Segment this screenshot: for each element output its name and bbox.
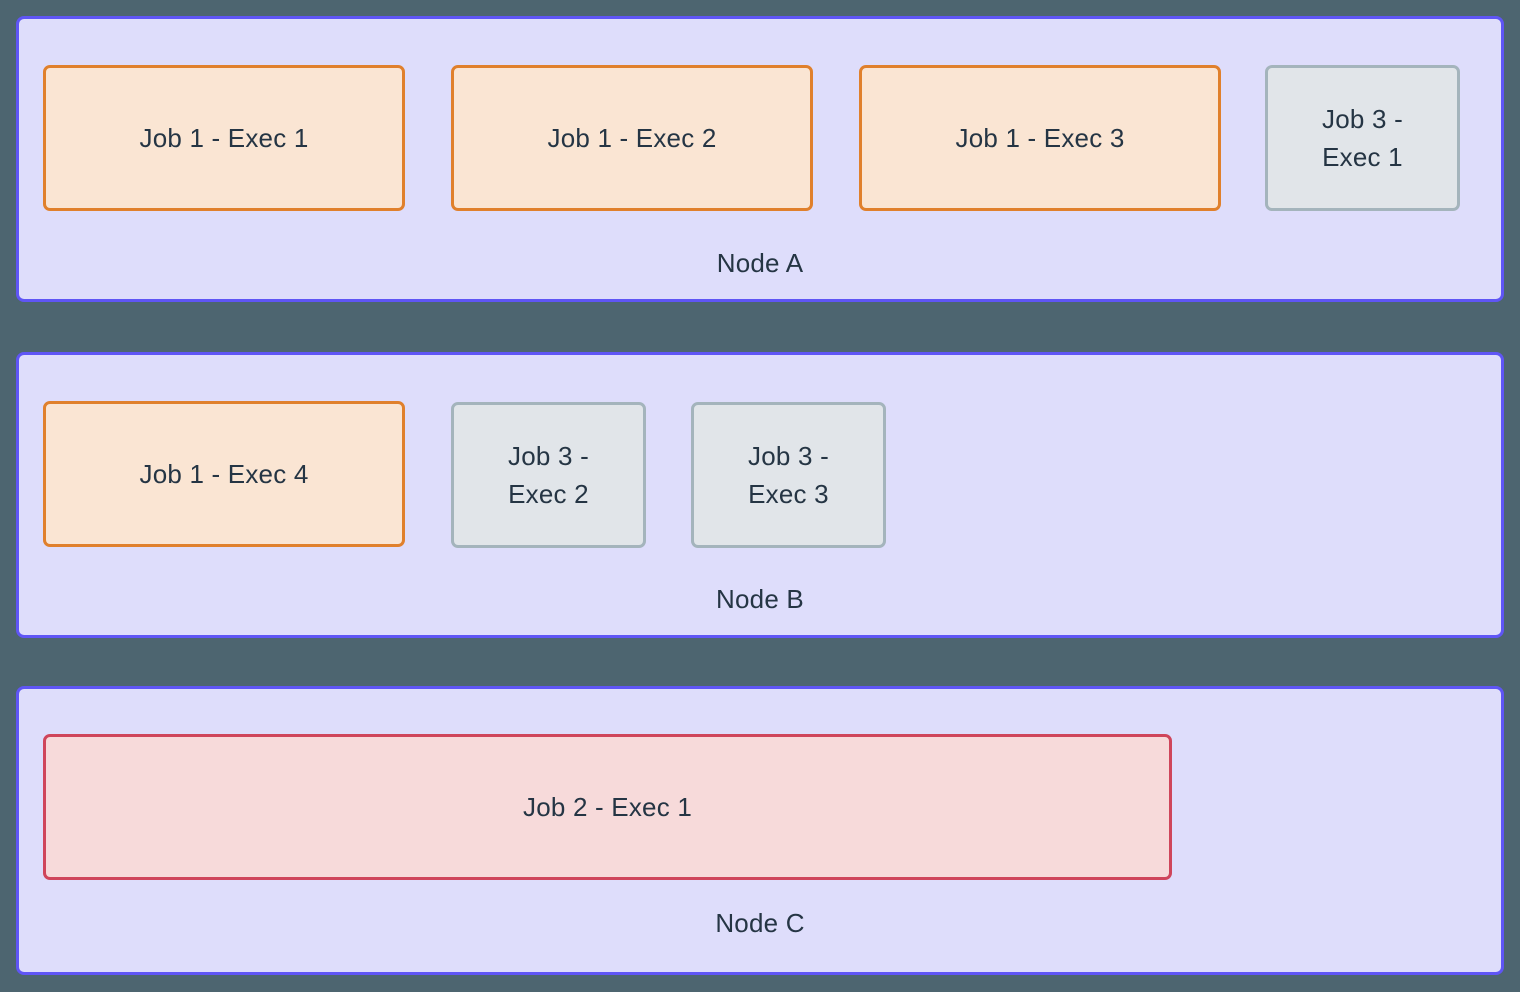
node-container-b[interactable]: Job 1 - Exec 4 Job 3 - Exec 2 Job 3 - Ex… — [16, 352, 1504, 638]
job-box-job1-exec4[interactable]: Job 1 - Exec 4 — [43, 401, 405, 547]
node-label-a: Node A — [716, 248, 804, 278]
job-box-label: Job 1 - Exec 1 — [139, 123, 309, 153]
job-box-label: Job 1 - Exec 3 — [955, 123, 1125, 153]
node-container-a[interactable]: Job 1 - Exec 1 Job 1 - Exec 2 Job 1 - Ex… — [16, 16, 1504, 302]
job-box-job1-exec3[interactable]: Job 1 - Exec 3 — [859, 65, 1221, 211]
job-box-label: Job 1 - Exec 2 — [547, 123, 717, 153]
job-box-label: Job 3 - Exec 3 — [748, 441, 829, 509]
job-box-job3-exec2[interactable]: Job 3 - Exec 2 — [451, 402, 646, 548]
job-box-job1-exec2[interactable]: Job 1 - Exec 2 — [451, 65, 813, 211]
job-box-label: Job 2 - Exec 1 — [523, 792, 692, 822]
node-label-c: Node C — [715, 908, 805, 938]
job-box-job1-exec1[interactable]: Job 1 - Exec 1 — [43, 65, 405, 211]
job-box-job2-exec1[interactable]: Job 2 - Exec 1 — [43, 734, 1172, 880]
node-label-b: Node B — [716, 584, 804, 614]
job-box-job3-exec3[interactable]: Job 3 - Exec 3 — [691, 402, 886, 548]
job-box-label: Job 3 - Exec 2 — [508, 441, 589, 509]
job-box-label: Job 1 - Exec 4 — [139, 459, 309, 489]
job-box-job3-exec1[interactable]: Job 3 - Exec 1 — [1265, 65, 1460, 211]
job-box-label: Job 3 - Exec 1 — [1322, 104, 1403, 172]
node-container-c[interactable]: Job 2 - Exec 1 Node C — [16, 686, 1504, 975]
